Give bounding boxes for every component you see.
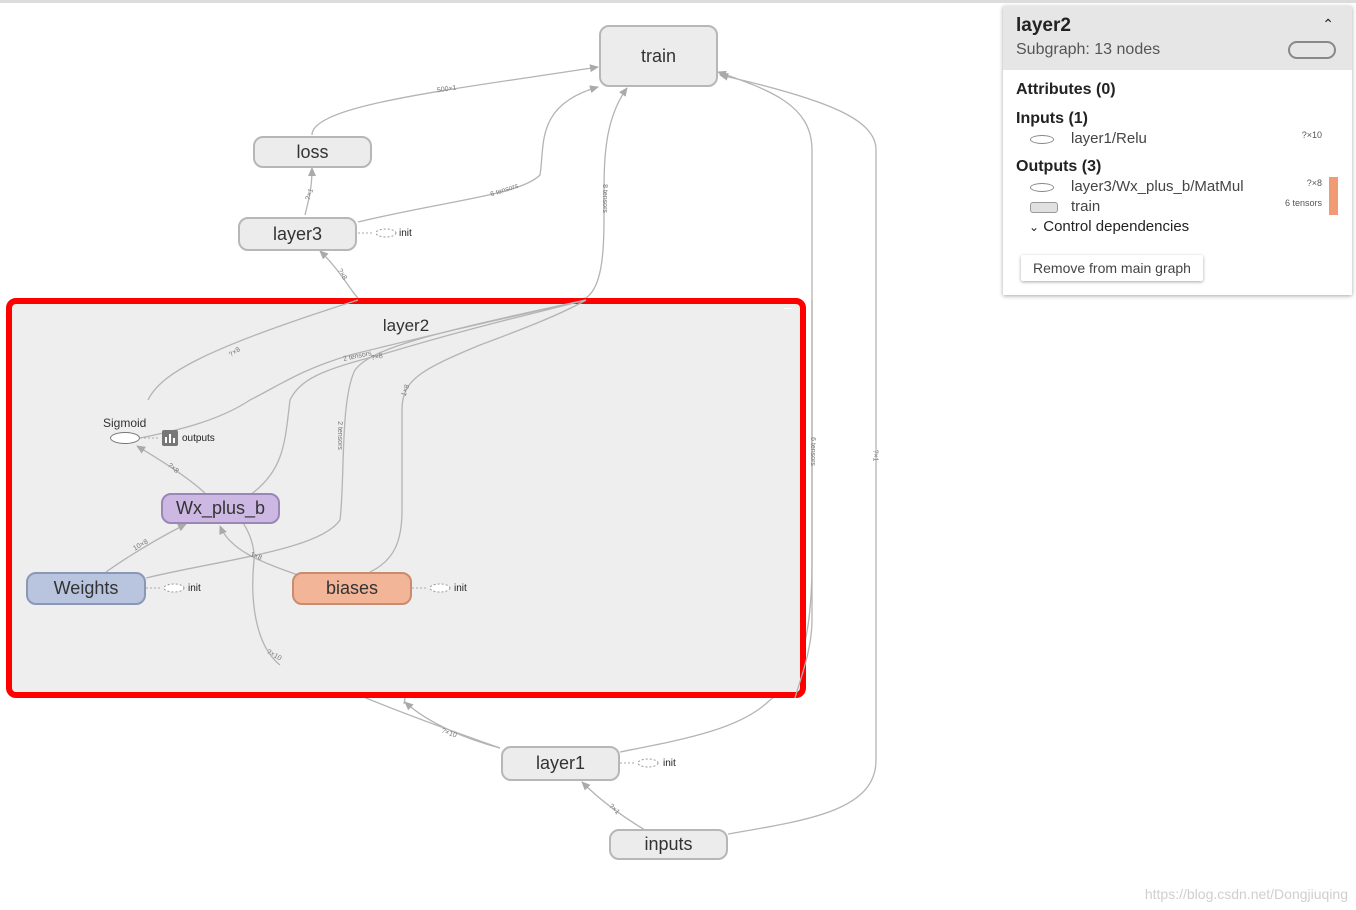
node-train[interactable]: train	[599, 25, 718, 87]
outputs-label: outputs	[182, 433, 215, 444]
edge-label: 2 tensors	[335, 421, 343, 450]
node-inputs[interactable]: inputs	[609, 829, 728, 860]
edge-layer3-train	[357, 85, 599, 223]
edge-label: ?×1	[871, 449, 879, 462]
inputs-header: Inputs (1)	[1016, 110, 1088, 127]
input-shape: ?×10	[1301, 130, 1322, 140]
node-layer1[interactable]: layer1	[501, 746, 620, 781]
edge-layer1-trainout	[619, 699, 771, 753]
panel-header: layer2 Subgraph: 13 nodes ⌃	[1003, 6, 1352, 70]
node-wx-plus-b[interactable]: Wx_plus_b	[161, 493, 280, 524]
output-name[interactable]: train	[1071, 198, 1101, 215]
output-shape: ?×8	[1306, 178, 1322, 188]
panel-subtitle: Subgraph: 13 nodes	[1016, 41, 1161, 58]
init-label-layer1: init	[663, 758, 676, 769]
edge-inputs-layer1	[581, 781, 646, 831]
summary-icon[interactable]	[162, 430, 178, 446]
output-name[interactable]: layer3/Wx_plus_b/MatMul	[1071, 178, 1244, 195]
top-border	[0, 0, 1356, 3]
outputs-header: Outputs (3)	[1016, 158, 1102, 175]
op-ellipse-icon	[1030, 183, 1054, 192]
attributes-header: Attributes (0)	[1016, 81, 1116, 98]
meta-node-icon	[1030, 202, 1058, 213]
layer2-group[interactable]: layer2	[6, 298, 806, 698]
control-dependencies-toggle[interactable]: ⌄ Control dependencies	[1029, 218, 1189, 235]
edge-label: 8 tensors	[600, 184, 608, 213]
layer2-group-title: layer2	[382, 316, 430, 335]
collapse-icon[interactable]	[784, 308, 792, 309]
input-name[interactable]: layer1/Relu	[1071, 130, 1147, 147]
remove-from-main-graph-button[interactable]: Remove from main graph	[1021, 255, 1203, 281]
edge-layer2-layer3	[319, 250, 359, 299]
node-layer3[interactable]: layer3	[238, 217, 357, 251]
init-label-layer3: init	[399, 228, 412, 239]
node-weights[interactable]: Weights	[26, 572, 146, 605]
edge-layer2-train	[585, 87, 628, 299]
edge-layer3-loss	[304, 167, 316, 216]
edge-label: 6 tensors	[808, 437, 816, 466]
color-indicator	[1329, 177, 1338, 215]
chevron-down-icon: ⌄	[1029, 220, 1040, 234]
panel-title: layer2	[1016, 15, 1071, 36]
node-sigmoid[interactable]	[110, 432, 140, 444]
info-panel: layer2 Subgraph: 13 nodes ⌃ Attributes (…	[1003, 6, 1352, 295]
chevron-up-icon[interactable]: ⌃	[1322, 16, 1334, 32]
node-loss[interactable]: loss	[253, 136, 372, 168]
control-dependencies-label: Control dependencies	[1043, 218, 1190, 235]
sigmoid-label: Sigmoid	[103, 416, 147, 430]
watermark: https://blog.csdn.net/Dongjiuqing	[1144, 886, 1348, 902]
edge-loss-train	[311, 64, 599, 136]
subgraph-node-icon	[1288, 41, 1336, 59]
op-ellipse-icon	[1030, 135, 1054, 144]
output-shape: 6 tensors	[1284, 198, 1322, 208]
init-label-biases: init	[454, 583, 467, 594]
init-label-weights: init	[188, 583, 201, 594]
edge-layer1-layer2	[404, 701, 501, 749]
edge-inputs-train	[719, 72, 877, 835]
node-biases[interactable]: biases	[292, 572, 412, 605]
